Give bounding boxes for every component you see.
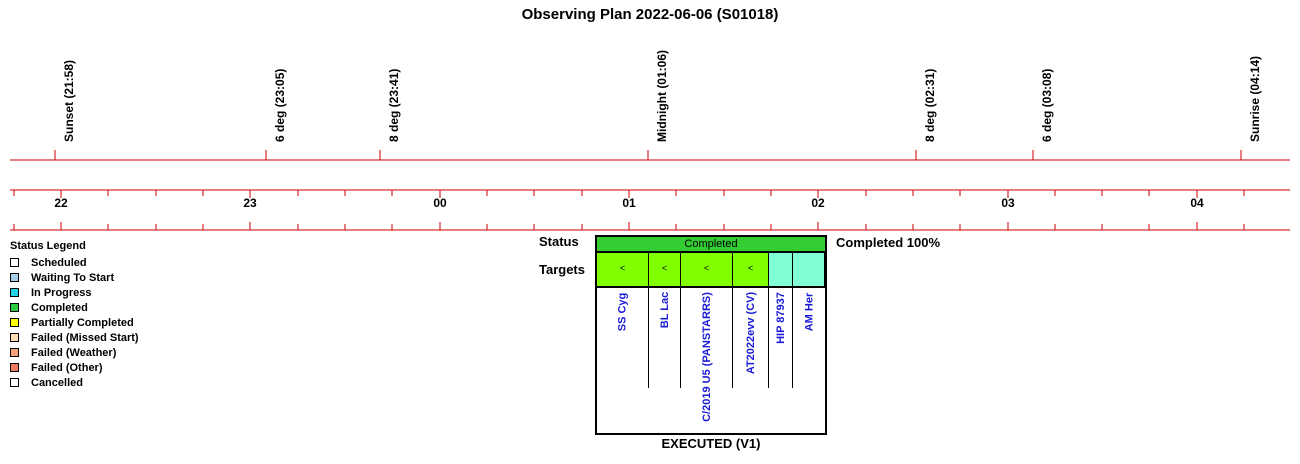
legend-item: Partially Completed [10, 315, 139, 330]
target-mark: < [703, 263, 710, 273]
target-name-column[interactable]: HIP 87937 [769, 288, 793, 388]
legend-label: Waiting To Start [31, 271, 115, 284]
target-status-cell[interactable]: < [681, 253, 733, 286]
page-title: Observing Plan 2022-06-06 (S01018) [521, 6, 779, 23]
legend-swatch [10, 318, 19, 327]
hour-label: 23 [243, 196, 257, 210]
legend-swatch [10, 273, 19, 282]
legend-item: Failed (Other) [10, 360, 139, 375]
legend-item: Scheduled [10, 255, 139, 270]
target-name[interactable]: C/2019 U5 (PANSTARRS) [700, 292, 713, 422]
targets-row: < < < < [597, 253, 825, 288]
hour-label: 00 [433, 196, 447, 210]
target-name-column[interactable]: AT2022evv (CV) [733, 288, 769, 388]
event-label-text: 8 deg (23:41) [387, 68, 401, 142]
legend-label: Completed [31, 301, 88, 314]
target-status-cell[interactable] [793, 253, 825, 286]
legend-item: Cancelled [10, 375, 139, 390]
legend-label: Failed (Weather) [31, 346, 117, 359]
legend-label: Failed (Other) [31, 361, 103, 374]
legend-swatch [10, 303, 19, 312]
legend-swatch [10, 333, 19, 342]
status-bar[interactable]: Completed [597, 237, 825, 253]
legend-item: Failed (Missed Start) [10, 330, 139, 345]
event-label-text: Sunset (21:58) [62, 59, 76, 142]
target-name[interactable]: AT2022evv (CV) [744, 291, 757, 375]
legend-item: In Progress [10, 285, 139, 300]
legend-item: Failed (Weather) [10, 345, 139, 360]
target-status-cell[interactable]: < [733, 253, 769, 286]
event-label-text: Midnight (01:06) [655, 50, 669, 142]
timeline-axis [10, 150, 1290, 231]
target-name[interactable]: AM Her [802, 292, 815, 331]
event-label-text: 8 deg (02:31) [923, 68, 937, 142]
legend-label: In Progress [31, 286, 92, 299]
block-caption: EXECUTED (V1) [661, 436, 761, 451]
completion-text: Completed 100% [836, 235, 941, 250]
event-label-text: 6 deg (23:05) [273, 68, 287, 142]
legend-label: Failed (Missed Start) [31, 331, 139, 344]
legend-item: Completed [10, 300, 139, 315]
targets-row-label: Targets [539, 262, 585, 277]
legend-swatch [10, 378, 19, 387]
legend-title: Status Legend [10, 240, 86, 252]
target-status-cell[interactable]: < [597, 253, 649, 286]
legend-swatch [10, 348, 19, 357]
event-label-text: 6 deg (03:08) [1040, 68, 1054, 142]
legend-swatch [10, 288, 19, 297]
target-status-cell[interactable] [769, 253, 793, 286]
legend-label: Scheduled [31, 256, 87, 269]
target-name-column[interactable]: SS Cyg [597, 288, 649, 388]
status-row-label: Status [539, 234, 579, 249]
target-name-column[interactable]: BL Lac [649, 288, 681, 388]
legend-label: Cancelled [31, 376, 83, 389]
hour-label: 03 [1001, 196, 1015, 210]
legend-item: Waiting To Start [10, 270, 139, 285]
hour-label: 04 [1190, 196, 1204, 210]
legend-swatch [10, 363, 19, 372]
event-label-text: Sunrise (04:14) [1248, 55, 1262, 142]
legend-label: Partially Completed [31, 316, 134, 329]
target-name[interactable]: BL Lac [658, 291, 671, 329]
target-name[interactable]: HIP 87937 [774, 292, 787, 344]
target-mark: < [619, 263, 626, 273]
target-name[interactable]: SS Cyg [616, 292, 629, 331]
legend-swatch [10, 258, 19, 267]
hour-label: 22 [54, 196, 68, 210]
target-mark: < [661, 263, 668, 273]
observation-block[interactable]: Completed < < < < SS Cyg BL Lac C/2019 U5 (PA… [595, 235, 827, 435]
target-name-column[interactable]: AM Her [793, 288, 825, 388]
target-mark: < [747, 263, 754, 273]
target-status-cell[interactable]: < [649, 253, 681, 286]
target-name-column[interactable]: C/2019 U5 (PANSTARRS) [681, 288, 733, 422]
hour-label: 02 [811, 196, 825, 210]
hour-label: 01 [622, 196, 636, 210]
